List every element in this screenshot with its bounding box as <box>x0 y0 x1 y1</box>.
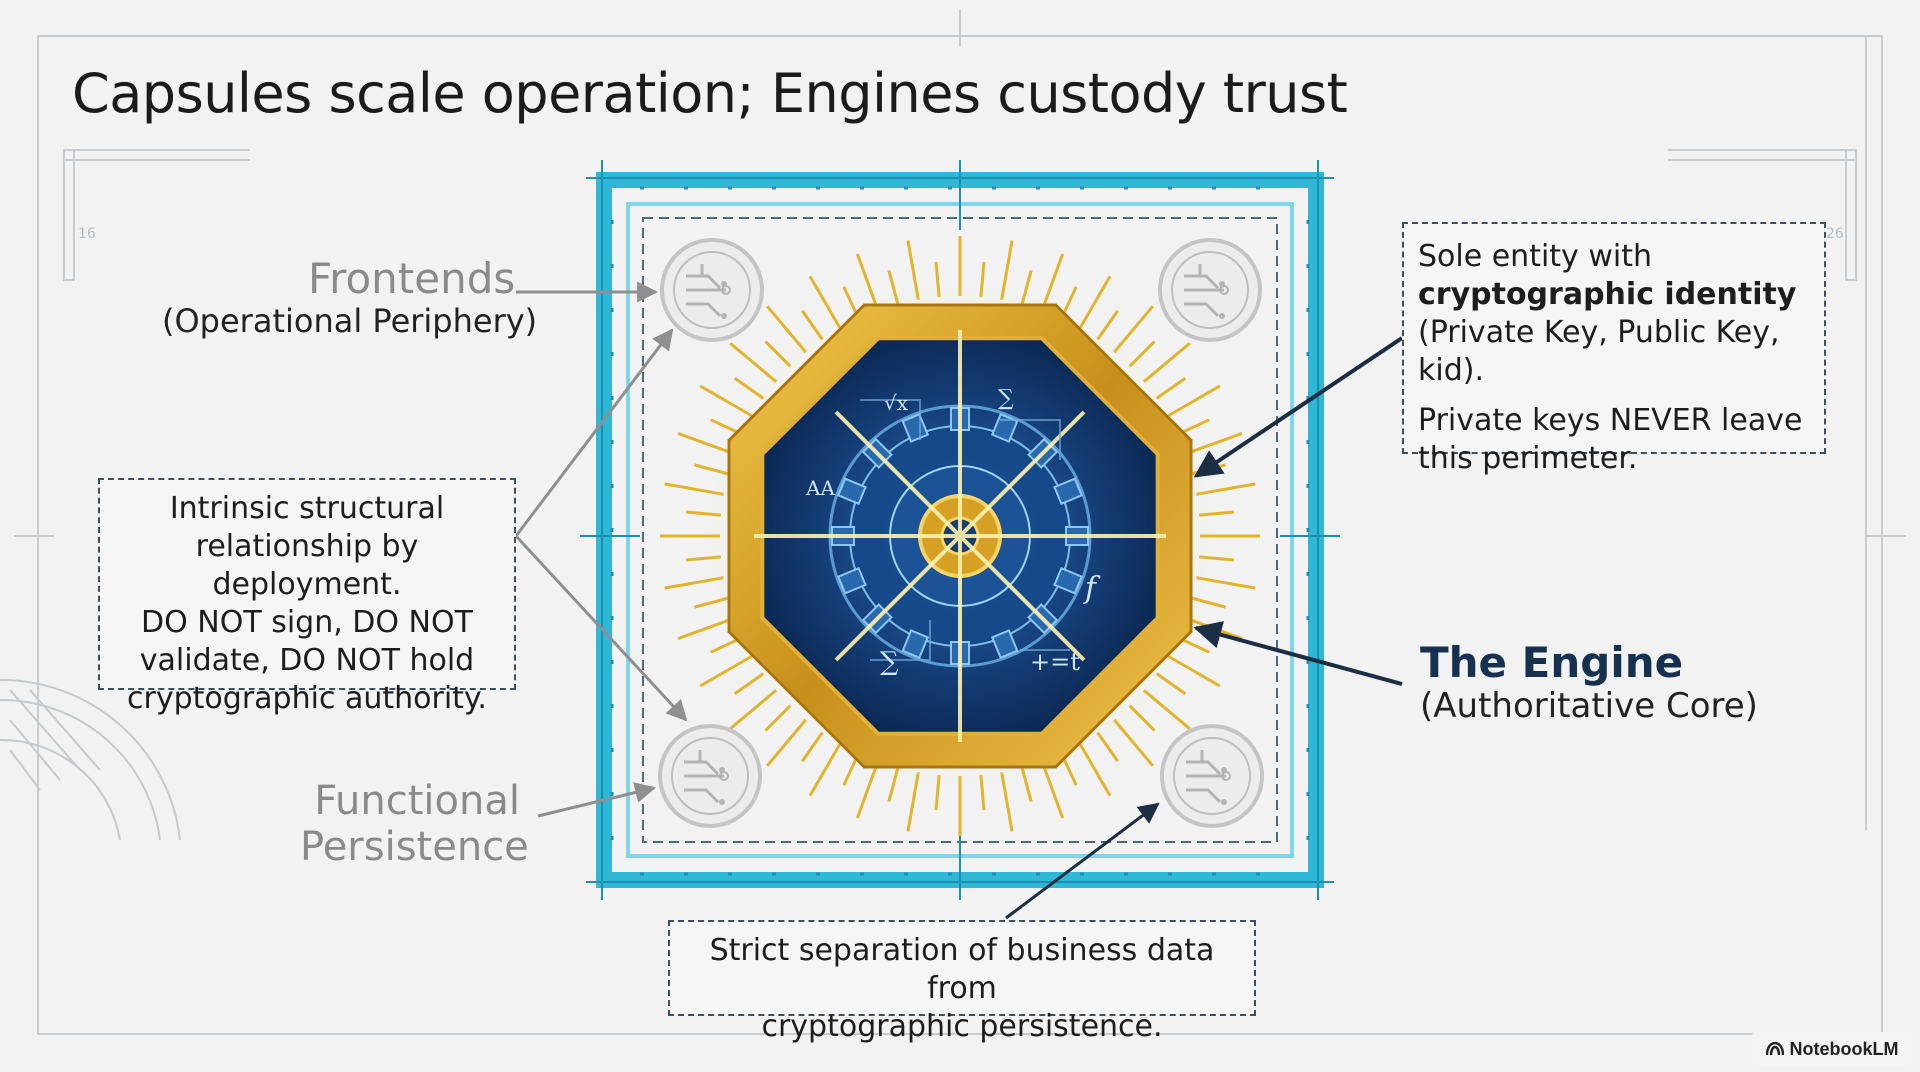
arrow-identity <box>1193 336 1404 478</box>
relationship-note-line: relationship by deployment. <box>195 529 419 602</box>
notebooklm-icon <box>1765 1042 1784 1056</box>
identity-note-line-1: Sole entity with <box>1418 239 1652 274</box>
notebooklm-badge[interactable]: NotebookLM <box>1752 1032 1912 1066</box>
glyph-sigma-top: ∑ <box>998 386 1014 411</box>
persistence-line-2: Persistence <box>300 824 529 870</box>
peripheral-nodes <box>658 238 1264 828</box>
circuit-node-icon <box>660 238 764 342</box>
relationship-note: Intrinsic structural relationship by dep… <box>98 478 516 716</box>
identity-note: Sole entity with cryptographic identity … <box>1402 222 1826 476</box>
arrow-engine <box>1193 621 1403 686</box>
relationship-note-line: validate, DO NOT hold <box>139 643 475 678</box>
gear-tooth <box>836 566 867 595</box>
core-ray <box>906 772 920 832</box>
glyph-equation: +=t <box>1030 648 1080 676</box>
blueprint-frame <box>14 10 1906 1035</box>
relationship-note-line: Intrinsic structural <box>169 491 445 526</box>
persistence-line-1: Functional <box>314 778 520 824</box>
circuit-node-icon <box>1158 238 1262 342</box>
separation-note-line-1: Strict separation of business data from <box>709 933 1215 1006</box>
glyph-sigma: ∑ <box>880 647 899 677</box>
engine-core <box>710 286 1210 786</box>
gear-tooth <box>990 412 1019 443</box>
core-ray <box>664 482 724 496</box>
identity-note-bold: cryptographic identity <box>1418 277 1797 312</box>
gear-tooth <box>1053 477 1084 506</box>
ruler-mark-left: 16 <box>78 226 96 242</box>
glyph-root: √x <box>884 391 909 415</box>
core-ray <box>1000 772 1014 832</box>
core-glyphs: ∑ +=t f AA ∑ √x <box>805 386 1101 677</box>
frontends-label: Frontends <box>308 254 516 303</box>
gear-tooth <box>836 477 867 506</box>
circuit-node-icon <box>658 724 762 828</box>
arrow-note-to-top-node <box>514 328 674 537</box>
capsule-perimeter <box>580 160 1340 900</box>
gear-tooth <box>990 629 1019 660</box>
identity-note-line-3: (Private Key, Public Key, kid). <box>1418 315 1780 388</box>
core-ray <box>664 576 724 590</box>
decorative-arc <box>0 678 181 841</box>
brand-name: NotebookLM <box>1789 1038 1899 1059</box>
frontends-sublabel: (Operational Periphery) <box>162 302 538 340</box>
separation-note: Strict separation of business data from … <box>668 920 1256 1044</box>
connectors <box>514 281 1404 920</box>
persistence-label: Functional Persistence <box>300 778 529 870</box>
identity-note-line-5: this perimeter. <box>1418 441 1638 476</box>
gear-tooth <box>901 629 930 660</box>
engine-sublabel: (Authoritative Core) <box>1420 686 1758 726</box>
relationship-note-line: DO NOT sign, DO NOT <box>141 605 473 640</box>
arrow-note-to-bottom-node <box>514 534 688 722</box>
circuit-node-icon <box>1160 724 1264 828</box>
arrow-separation <box>1005 802 1160 920</box>
ruler-mark-right: 26 <box>1826 226 1844 242</box>
arrow-persistence <box>537 782 657 818</box>
separation-note-line-2: cryptographic persistence. <box>761 1009 1163 1044</box>
engine-label: The Engine <box>1420 638 1684 687</box>
glyph-aa: AA <box>805 476 835 500</box>
slide-title: Capsules scale operation; Engines custod… <box>72 62 1348 125</box>
gear-tooth <box>1053 566 1084 595</box>
identity-note-line-4: Private keys NEVER leave <box>1418 403 1803 438</box>
relationship-note-line: cryptographic authority. <box>127 681 487 716</box>
